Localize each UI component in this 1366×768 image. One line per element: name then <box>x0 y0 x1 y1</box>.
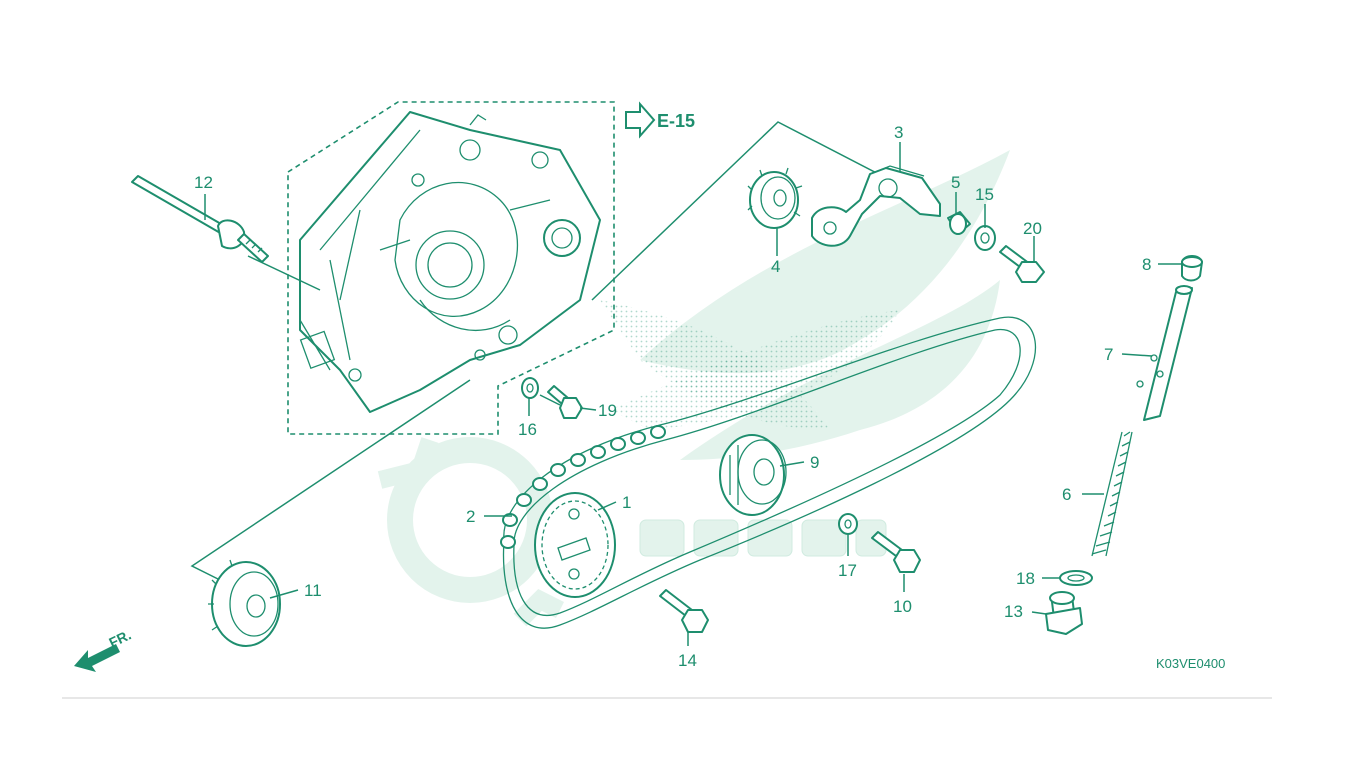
callout-16[interactable]: 16 <box>518 420 537 439</box>
cam-chain-2[interactable] <box>500 316 1037 629</box>
tensioner-roller-9[interactable] <box>719 434 787 516</box>
spring-6[interactable] <box>1091 431 1133 557</box>
crankcase <box>299 111 601 413</box>
callout-2[interactable]: 2 <box>466 507 475 526</box>
ref-label: E-15 <box>657 111 695 131</box>
callout-7[interactable]: 7 <box>1104 345 1113 364</box>
cap-8[interactable] <box>1181 255 1203 282</box>
washer-16[interactable] <box>521 377 539 399</box>
bolt-10[interactable] <box>871 531 921 573</box>
callout-17[interactable]: 17 <box>838 561 857 580</box>
callout-18[interactable]: 18 <box>1016 569 1035 588</box>
bolt-20[interactable] <box>999 245 1045 283</box>
tensioner-bracket-3[interactable] <box>811 165 941 247</box>
crankcase-frame <box>287 101 615 435</box>
explode-lines <box>190 121 891 581</box>
callout-12[interactable]: 12 <box>194 173 213 192</box>
callout-13[interactable]: 13 <box>1004 602 1023 621</box>
cam-sprocket-4[interactable] <box>747 167 803 229</box>
front-arrow-icon <box>74 644 120 672</box>
callout-5[interactable]: 5 <box>951 173 960 192</box>
sprocket-11[interactable] <box>208 559 281 647</box>
callout-14[interactable]: 14 <box>678 651 697 670</box>
front-direction: FR. <box>74 626 134 672</box>
chain-links <box>500 425 666 549</box>
callout-4[interactable]: 4 <box>771 257 780 276</box>
washer-15[interactable] <box>974 225 996 251</box>
callout-1[interactable]: 1 <box>622 493 631 512</box>
bolt-14[interactable] <box>659 589 709 633</box>
ref-arrow-icon <box>625 101 656 139</box>
callout-6[interactable]: 6 <box>1062 485 1071 504</box>
callout-8[interactable]: 8 <box>1142 255 1151 274</box>
callout-9[interactable]: 9 <box>810 453 819 472</box>
callout-15[interactable]: 15 <box>975 185 994 204</box>
callout-3[interactable]: 3 <box>894 123 903 142</box>
timing-sprocket-1[interactable] <box>534 492 616 598</box>
leader-lines <box>204 142 1182 646</box>
callout-10[interactable]: 10 <box>893 597 912 616</box>
reference-e15[interactable]: E-15 <box>625 101 695 139</box>
callout-20[interactable]: 20 <box>1023 219 1042 238</box>
watermark-wordmark <box>639 519 887 557</box>
callout-19[interactable]: 19 <box>598 401 617 420</box>
stud-bolt-12[interactable] <box>131 175 269 263</box>
washer-17[interactable] <box>838 513 858 535</box>
sealing-bolt-13[interactable] <box>1045 591 1083 635</box>
tensioner-body-7[interactable] <box>1136 285 1193 421</box>
washer-18[interactable] <box>1059 570 1093 586</box>
collar-5[interactable] <box>947 211 971 235</box>
callout-11[interactable]: 11 <box>304 581 322 600</box>
bolt-19[interactable] <box>547 385 583 419</box>
diagram-code: K03VE0400 <box>1156 656 1225 671</box>
callouts: 1 2 3 4 5 6 7 8 9 10 11 12 13 14 15 16 1… <box>194 123 1151 670</box>
